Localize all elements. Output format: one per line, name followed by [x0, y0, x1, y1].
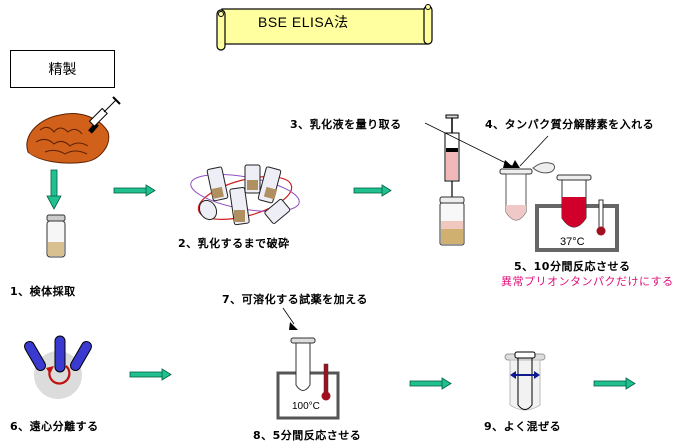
mixing-tube-icon: [504, 351, 546, 411]
brain-icon: [26, 113, 110, 164]
step-6-label: 6、遠心分離する: [10, 420, 99, 433]
step-8-label: 8、5分間反応させる: [253, 429, 362, 442]
arrow-right-icon: [409, 377, 452, 390]
step-1-label: 1、検体採取: [10, 285, 76, 298]
arrow-down-icon: [46, 169, 62, 210]
temperature-37: 37°C: [560, 236, 585, 248]
water-bath-100-icon: [276, 337, 340, 420]
arrow-right-icon: [113, 184, 156, 197]
step-5-note: 異常プリオンタンパクだけにする: [501, 275, 674, 288]
arrow-right-icon: [129, 368, 172, 381]
water-bath-37-icon: [535, 174, 619, 252]
temperature-100: 100°C: [292, 401, 320, 412]
arrow-right-icon: [593, 377, 636, 390]
syringe-icon: [88, 96, 121, 134]
diagram-title: BSE ELISA法: [258, 14, 349, 30]
step-4-label: 4、タンパク質分解酵素を入れる: [485, 118, 655, 131]
step-2-label: 2、乳化するまで破砕: [178, 237, 290, 250]
step-7-label: 7、可溶化する試薬を加える: [222, 293, 368, 306]
step-9-label: 9、よく混ぜる: [484, 420, 562, 433]
sample-vial-icon: [46, 214, 66, 258]
pointer-arrow: [282, 307, 298, 330]
title-banner: [216, 4, 433, 51]
crushing-vials-icon: [190, 164, 300, 226]
step-5-label: 5、10分間反応させる: [514, 260, 631, 273]
centrifuge-icon: [24, 335, 92, 399]
syringe-vial-icon: [439, 114, 465, 246]
section-box-purification: 精製: [10, 50, 115, 88]
eppendorf-tube-icon: [499, 162, 556, 221]
pointer-arrows: [424, 122, 549, 168]
step-3-label: 3、乳化液を量り取る: [290, 118, 402, 131]
arrow-right-icon: [353, 184, 392, 197]
